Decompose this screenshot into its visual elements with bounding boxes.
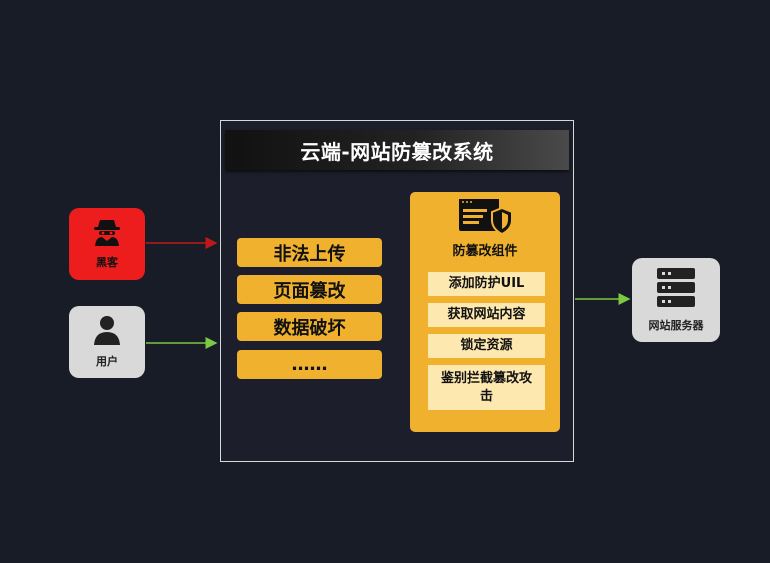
feature-item: 获取网站内容 (428, 303, 545, 327)
server-label: 网站服务器 (648, 319, 704, 332)
attack-item: 非法上传 (237, 238, 382, 267)
attack-item: …… (237, 350, 382, 379)
attack-item: 页面篡改 (237, 275, 382, 304)
attack-item: 数据破坏 (237, 312, 382, 341)
component-title: 防篡改组件 (452, 244, 518, 259)
server-node: 网站服务器 (632, 258, 720, 342)
system-title: 云端-网站防篡改系统 (225, 130, 569, 170)
user-node: 用户 (69, 306, 145, 378)
user-label: 用户 (96, 355, 118, 368)
shield-monitor-icon (458, 198, 514, 240)
feature-item: 鉴别拦截篡改攻击 (428, 365, 545, 410)
server-icon (655, 267, 697, 313)
feature-item: 锁定资源 (428, 334, 545, 358)
user-icon (93, 315, 121, 349)
hacker-label: 黑客 (96, 256, 118, 269)
hacker-node: 黑客 (69, 208, 145, 280)
hacker-icon (92, 218, 122, 250)
feature-item: 添加防护UIL (428, 272, 545, 296)
